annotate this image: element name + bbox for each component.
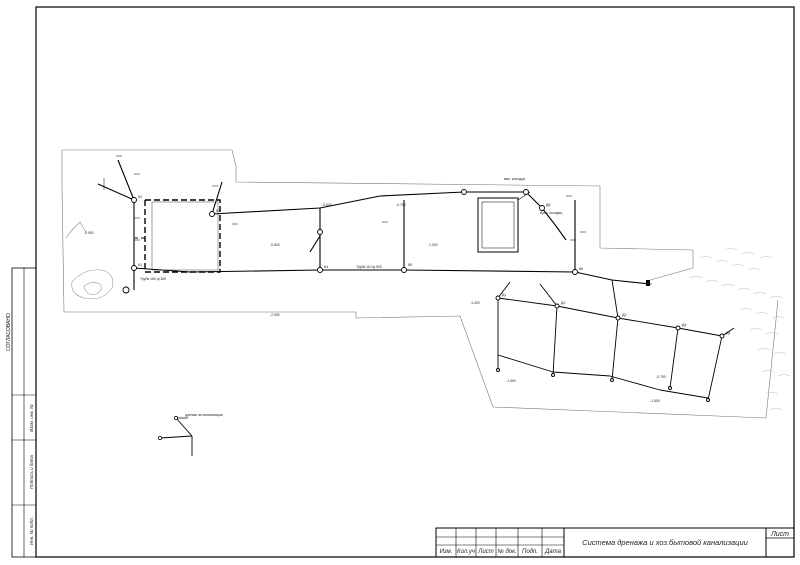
well-label-d3: Д3 bbox=[622, 313, 626, 317]
stamp-header-sheet: Лист bbox=[477, 549, 493, 555]
level-mark-9: -0.750 bbox=[656, 375, 666, 379]
pipe-note-2: Труба 110 ф 500 bbox=[356, 265, 382, 269]
building-footprint bbox=[135, 199, 221, 273]
pipe-note-4: вып. колодца bbox=[504, 177, 525, 181]
stamp-header-date: Дата bbox=[544, 549, 561, 555]
well-labels: К1 К2 К3 К4 К5 К6 Д1 Д2 Д3 Д4 Д5 Д6 bbox=[138, 195, 730, 335]
pipe-notes: Труба 160 ф 300 Труба 110 ф 500 Врез. ко… bbox=[140, 177, 562, 281]
well-label-d4: Д4 bbox=[682, 323, 686, 327]
sheet-title: Система дренажа и хоз.бытовой канализаци… bbox=[582, 538, 748, 547]
approved-label: СОГЛАСОВАНО bbox=[6, 313, 12, 351]
level-mark-1: -0.500 bbox=[270, 243, 280, 247]
pipe-note-3: Врез. колодец bbox=[540, 211, 562, 215]
well-label-d6: Д6 bbox=[546, 203, 550, 207]
outlet-marker bbox=[646, 280, 650, 286]
drainage-field bbox=[497, 279, 735, 401]
level-mark-2: -0.600 bbox=[322, 203, 332, 207]
level-mark-8: -2.000 bbox=[270, 313, 280, 317]
left-binding-strip: СОГЛАСОВАНО Взам. инв. № Подпись и дата … bbox=[6, 267, 37, 558]
well-label-k3: К3 bbox=[216, 209, 220, 213]
well-label-d5: Д5 bbox=[726, 331, 730, 335]
pond bbox=[71, 269, 114, 300]
stamp-header-sign: Подп. bbox=[522, 549, 538, 555]
legend: дренаж не канализации bbox=[158, 413, 223, 456]
wells bbox=[122, 189, 725, 402]
legend-caption: дренаж не канализации bbox=[185, 413, 223, 417]
pipe-note-1: Труба 160 ф 300 bbox=[140, 277, 166, 281]
pipe-network bbox=[97, 159, 651, 290]
well-label-k1: К1 bbox=[138, 263, 142, 267]
slope-hatching bbox=[689, 248, 791, 411]
well-label-d2: Д2 bbox=[561, 301, 565, 305]
stamp-header-doc: № док. bbox=[497, 548, 516, 555]
leader-ticks bbox=[103, 155, 652, 285]
side-label-signature-date: Подпись и дата bbox=[29, 454, 34, 489]
sheet-frame bbox=[35, 6, 795, 558]
site-boundary bbox=[61, 149, 779, 419]
level-mark-7: -1.800 bbox=[650, 399, 660, 403]
title-block: Изм. Кол.уч Лист № док. Подп. Дата Систе… bbox=[435, 527, 795, 558]
sheet-label: Лист bbox=[770, 531, 789, 538]
side-label-inv-original: Инв. № подл. bbox=[29, 517, 34, 545]
well-label-d1: Д1 bbox=[502, 293, 506, 297]
level-mark-10: -0.900 bbox=[84, 231, 94, 235]
well-label-k6: К6 bbox=[579, 267, 583, 271]
level-mark-3: -0.700 bbox=[396, 203, 406, 207]
tank-structure bbox=[477, 191, 531, 253]
level-mark-6: -1.500 bbox=[506, 379, 516, 383]
level-marks: -0.500 -0.600 -0.700 -1.000 -1.200 -1.50… bbox=[84, 203, 666, 403]
well-label-k5: К5 bbox=[408, 263, 412, 267]
stamp-header-count: Кол.уч bbox=[457, 549, 475, 555]
level-mark-5: -1.200 bbox=[470, 301, 480, 305]
side-label-replace-inv: Взам. инв. № bbox=[29, 404, 34, 432]
stamp-header-change: Изм. bbox=[440, 549, 453, 555]
level-mark-4: -1.000 bbox=[428, 243, 438, 247]
well-label-k2: К2 bbox=[138, 195, 142, 199]
well-label-k4: К4 bbox=[324, 265, 328, 269]
